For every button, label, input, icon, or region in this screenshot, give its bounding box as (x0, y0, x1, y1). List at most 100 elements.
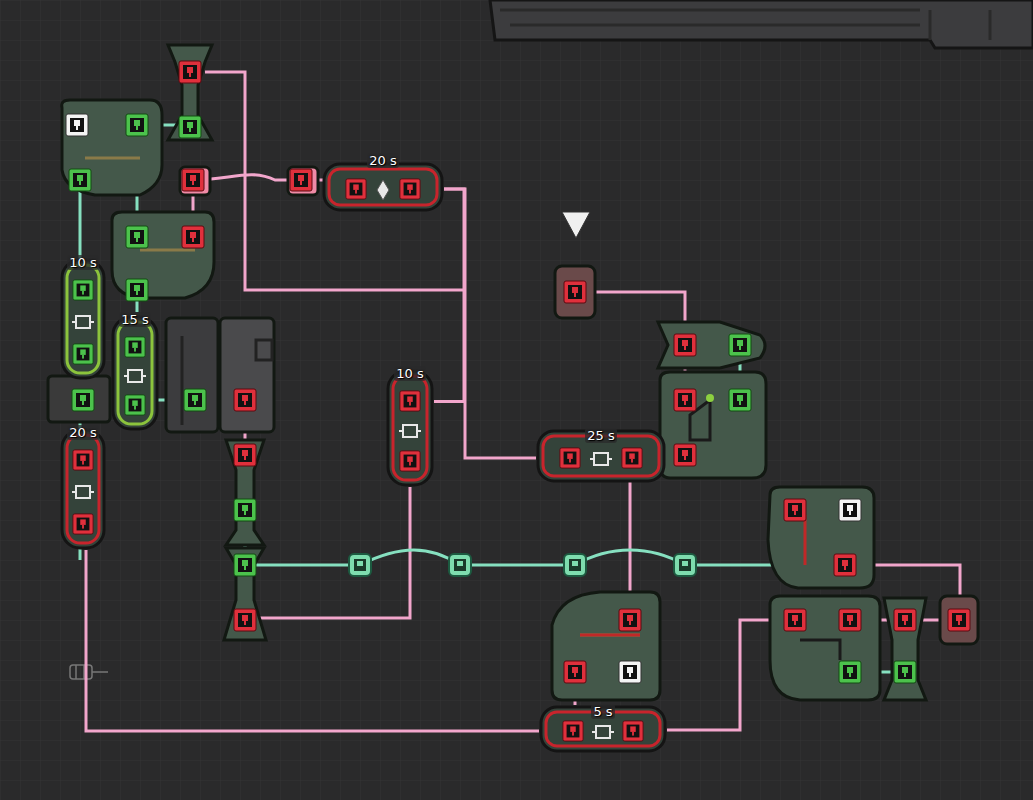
building (62, 100, 162, 195)
gate-body (111, 311, 159, 431)
rock (490, 0, 1033, 48)
gate-housing (62, 260, 104, 378)
port (564, 661, 586, 683)
port (674, 444, 696, 466)
port (839, 609, 861, 631)
gate-icon (594, 453, 608, 465)
port (894, 609, 916, 631)
port (674, 389, 696, 411)
timer-label: 20 s (67, 425, 98, 440)
gate-port (560, 448, 580, 468)
gate-port (125, 395, 145, 415)
port (784, 499, 806, 521)
gate-body (60, 424, 106, 550)
gate-ring (118, 322, 152, 424)
port (948, 609, 970, 631)
gate-port (73, 344, 93, 364)
gate-port (400, 391, 420, 411)
building (168, 45, 212, 140)
gate-icon (592, 731, 614, 733)
gate-port (400, 451, 420, 471)
port (126, 114, 148, 136)
gate-port (73, 280, 93, 300)
building-detail (85, 158, 640, 635)
port (126, 279, 148, 301)
gate-body (386, 365, 434, 487)
timer-label: 10 s (394, 366, 425, 381)
gate-ring (329, 169, 437, 205)
port (182, 226, 204, 248)
timer-label: 25 s (585, 428, 616, 443)
building (166, 318, 218, 432)
gate-port (400, 179, 420, 199)
gate-icon (72, 491, 94, 493)
gate-housing (324, 164, 442, 210)
port (66, 61, 970, 683)
building-detail (690, 400, 840, 660)
port (72, 389, 94, 411)
port (182, 169, 204, 191)
building (552, 592, 660, 700)
building (48, 45, 978, 700)
port (784, 609, 806, 631)
port (234, 499, 256, 521)
port (674, 554, 696, 576)
port (619, 609, 641, 631)
building-detail (706, 394, 714, 402)
port (839, 499, 861, 521)
gate-icon (76, 486, 90, 498)
timer-label: 5 s (591, 704, 614, 719)
port (234, 444, 256, 466)
building (226, 440, 264, 545)
gate-port (73, 450, 93, 470)
port (234, 554, 256, 576)
building (660, 372, 766, 478)
cursor-marker (562, 212, 590, 238)
gate-icon (377, 180, 389, 200)
port (184, 389, 206, 411)
port (839, 661, 861, 683)
gate-icon (128, 370, 142, 382)
gate-port (563, 721, 583, 741)
timer-label: 15 s (119, 312, 150, 327)
gate-icon (72, 321, 94, 323)
green-wire (80, 125, 905, 672)
building (220, 318, 274, 432)
gate-icon (399, 430, 421, 432)
timer-label: 20 s (367, 153, 398, 168)
port (349, 554, 371, 576)
gate-housing (113, 317, 157, 429)
timer-gate: 20 s (322, 150, 444, 212)
port (564, 554, 586, 576)
gate-port (125, 337, 145, 357)
port (564, 281, 586, 303)
gate-icon (596, 726, 610, 738)
gate-body (60, 254, 106, 380)
building (555, 266, 595, 318)
pink-wire (193, 72, 960, 730)
pink-wire (205, 72, 465, 290)
port (234, 389, 256, 411)
building-detail (580, 515, 805, 635)
signal-wire (444, 189, 536, 458)
pink-wire (255, 487, 410, 618)
timer-gate: 10 s (386, 365, 434, 487)
gate-port (622, 448, 642, 468)
signal-wire (86, 550, 539, 731)
building (658, 322, 765, 368)
timer-gate: 25 s (536, 427, 666, 483)
bottle-icon (76, 665, 108, 679)
gate-ring (67, 265, 99, 373)
building (940, 596, 978, 644)
timer-gate: 20 s (60, 424, 106, 550)
gate-ring (67, 435, 99, 543)
gate-icon (76, 316, 90, 328)
port (619, 661, 641, 683)
signal-wire (434, 189, 464, 402)
gate-port (623, 721, 643, 741)
gate-icon (403, 425, 417, 437)
rock (490, 0, 1033, 48)
port (449, 554, 471, 576)
